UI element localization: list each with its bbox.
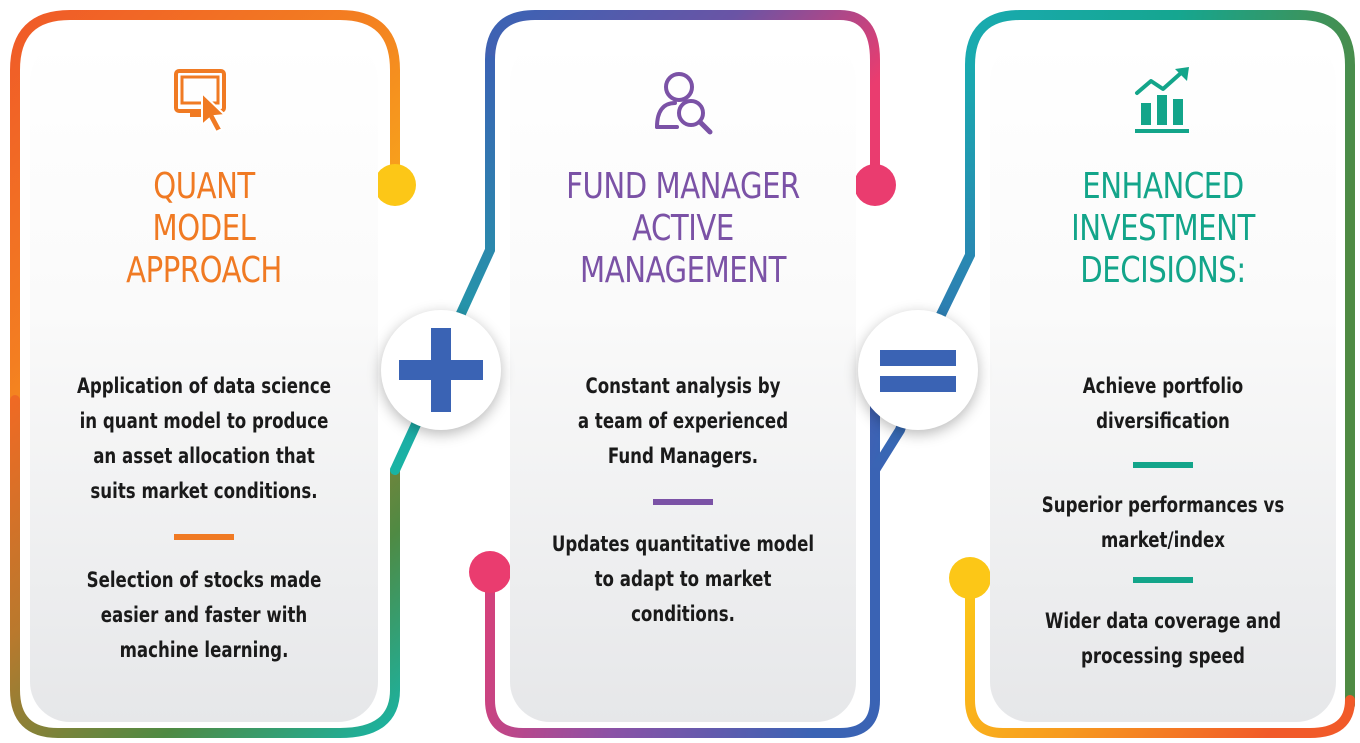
- card-quant-model: [30, 40, 378, 722]
- column-title: FUND MANAGER ACTIVE MANAGEMENT: [566, 166, 800, 291]
- description-paragraph: Application of data science in quant mod…: [76, 374, 332, 503]
- description-paragraph: Wider data coverage and processing speed: [1044, 609, 1282, 668]
- plus-operator: [381, 310, 501, 430]
- growth-chart-icon: [1135, 67, 1189, 133]
- column-title: QUANT MODEL APPROACH: [126, 166, 282, 291]
- user-search-icon: [655, 72, 713, 135]
- description-paragraph: Selection of stocks made easier and fast…: [86, 568, 322, 662]
- description-paragraph: Updates quantitative model to adapt to m…: [551, 532, 815, 626]
- column-title: ENHANCED INVESTMENT DECISIONS:: [1071, 166, 1255, 291]
- card-enhanced-decisions: [990, 40, 1336, 722]
- equals-operator: [858, 310, 978, 430]
- divider: [1133, 577, 1193, 583]
- plus-icon: [399, 328, 483, 412]
- description-paragraph: Superior performances vs market/index: [1041, 493, 1285, 552]
- equals-icon: [880, 350, 956, 392]
- description-paragraph: Achieve portfolio diversification: [1082, 374, 1244, 433]
- divider: [653, 499, 713, 505]
- divider: [1133, 462, 1193, 468]
- card-fund-manager: [510, 40, 856, 722]
- divider: [174, 534, 234, 540]
- cursor-screen-icon: [174, 69, 228, 134]
- description-paragraph: Constant analysis by a team of experienc…: [577, 374, 789, 468]
